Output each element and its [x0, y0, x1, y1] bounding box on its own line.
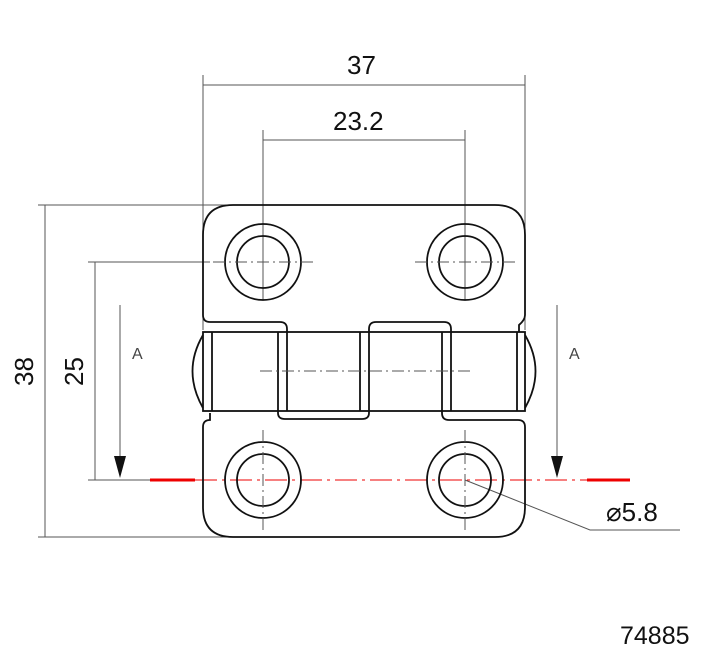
dim-hole-spacing-y: 25 [58, 357, 89, 386]
center-lines [213, 261, 515, 530]
dim-hole-diameter: ⌀5.8 [606, 497, 658, 527]
section-label-left: A [132, 346, 143, 363]
dim-overall-height: 38 [8, 357, 39, 386]
dim-overall-width: 37 [347, 50, 376, 80]
part-number: 74885 [620, 622, 690, 650]
diameter-leader [464, 479, 680, 531]
section-label-right: A [569, 346, 580, 363]
dim-hole-spacing-x: 23.2 [333, 106, 384, 136]
dimension-lines [38, 75, 680, 538]
